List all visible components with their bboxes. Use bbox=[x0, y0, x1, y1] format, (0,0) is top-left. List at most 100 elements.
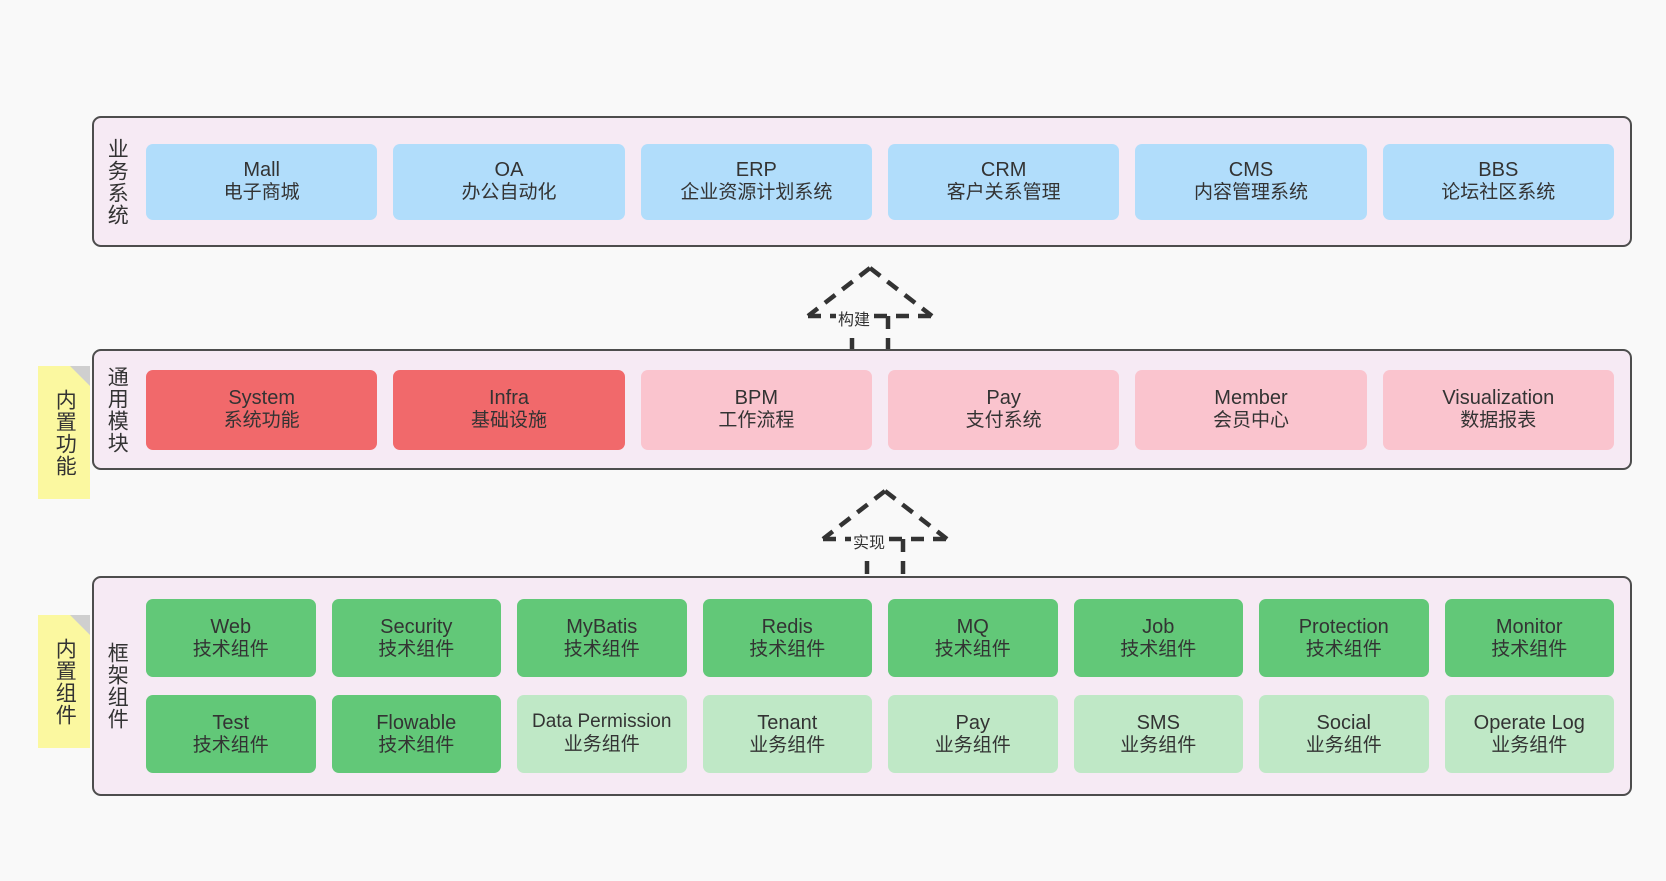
card-security-title: Security bbox=[380, 615, 453, 638]
card-pay-module-title: Pay bbox=[986, 387, 1021, 410]
card-member-desc: 会员中心 bbox=[1212, 410, 1289, 432]
card-mq-desc: 技术组件 bbox=[934, 638, 1011, 660]
implement-connector-label: 实现 bbox=[851, 529, 888, 553]
card-oa-title: OA bbox=[494, 159, 524, 182]
card-test-desc: 技术组件 bbox=[192, 734, 269, 756]
card-protection-desc: 技术组件 bbox=[1305, 638, 1382, 660]
card-pay-component-desc: 业务组件 bbox=[934, 734, 1011, 756]
card-operate-log-desc: 业务组件 bbox=[1491, 734, 1568, 756]
card-infra-desc: 基础设施 bbox=[470, 410, 547, 432]
card-monitor-title: Monitor bbox=[1495, 615, 1563, 638]
card-test[interactable]: Test 技术组件 bbox=[146, 695, 316, 773]
card-flowable-desc: 技术组件 bbox=[378, 734, 455, 756]
card-visualization-title: Visualization bbox=[1442, 387, 1555, 410]
card-system[interactable]: System 系统功能 bbox=[146, 369, 378, 450]
card-member-title: Member bbox=[1214, 387, 1288, 410]
card-pay-module-desc: 支付系统 bbox=[965, 410, 1042, 432]
card-member[interactable]: Member 会员中心 bbox=[1135, 369, 1367, 450]
card-cms[interactable]: CMS 内容管理系统 bbox=[1135, 143, 1367, 220]
note-fold-corner bbox=[70, 366, 90, 386]
builtin-features-note-label: 内置功能 bbox=[53, 388, 77, 477]
builtin-components-note: 内置组件 bbox=[38, 615, 90, 748]
card-oa-desc: 办公自动化 bbox=[461, 182, 557, 204]
layer-business-systems: 业务系统 Mall 电子商城 OA 办公自动化 ERP 企业资源计划系统 CRM… bbox=[92, 116, 1632, 247]
build-connector-label: 构建 bbox=[836, 306, 873, 330]
card-mq-title: MQ bbox=[956, 615, 989, 638]
card-system-desc: 系统功能 bbox=[223, 410, 300, 432]
card-erp-title: ERP bbox=[735, 159, 777, 182]
card-job[interactable]: Job 技术组件 bbox=[1073, 599, 1243, 677]
card-bbs-desc: 论坛社区系统 bbox=[1441, 182, 1556, 204]
card-job-title: Job bbox=[1142, 615, 1175, 638]
card-sms-title: SMS bbox=[1136, 711, 1180, 734]
builtin-components-note-label: 内置组件 bbox=[53, 637, 77, 726]
card-social[interactable]: Social 业务组件 bbox=[1259, 695, 1429, 773]
build-connector: 构建 bbox=[790, 262, 950, 358]
card-mybatis[interactable]: MyBatis 技术组件 bbox=[517, 599, 687, 677]
layer-title-common-modules: 通用模块 bbox=[105, 365, 129, 454]
card-visualization[interactable]: Visualization 数据报表 bbox=[1382, 369, 1614, 450]
card-flowable-title: Flowable bbox=[376, 711, 457, 734]
card-infra[interactable]: Infra 基础设施 bbox=[393, 369, 625, 450]
card-mall-title: Mall bbox=[243, 159, 280, 182]
common-modules-cards: System 系统功能 Infra 基础设施 BPM 工作流程 Pay 支付系统… bbox=[138, 351, 1630, 468]
card-crm-desc: 客户关系管理 bbox=[946, 182, 1061, 204]
implement-connector: 实现 bbox=[805, 485, 965, 583]
card-erp-desc: 企业资源计划系统 bbox=[680, 182, 833, 204]
card-bpm[interactable]: BPM 工作流程 bbox=[640, 369, 872, 450]
card-crm[interactable]: CRM 客户关系管理 bbox=[887, 143, 1120, 220]
card-cms-desc: 内容管理系统 bbox=[1193, 182, 1308, 204]
framework-business-row: Test 技术组件 Flowable 技术组件 Data Permission … bbox=[138, 695, 1622, 773]
card-web-title: Web bbox=[210, 615, 252, 638]
card-crm-title: CRM bbox=[980, 159, 1027, 182]
card-operate-log-title: Operate Log bbox=[1473, 711, 1585, 734]
card-tenant-desc: 业务组件 bbox=[749, 734, 826, 756]
card-data-permission[interactable]: Data Permission 业务组件 bbox=[517, 695, 687, 773]
builtin-features-note: 内置功能 bbox=[38, 366, 90, 499]
card-protection-title: Protection bbox=[1298, 615, 1389, 638]
card-pay-component[interactable]: Pay 业务组件 bbox=[888, 695, 1058, 773]
card-sms[interactable]: SMS 业务组件 bbox=[1073, 695, 1243, 773]
card-tenant-title: Tenant bbox=[757, 711, 818, 734]
card-protection[interactable]: Protection 技术组件 bbox=[1259, 599, 1429, 677]
card-erp[interactable]: ERP 企业资源计划系统 bbox=[640, 143, 872, 220]
card-pay-module[interactable]: Pay 支付系统 bbox=[887, 369, 1120, 450]
card-monitor-desc: 技术组件 bbox=[1491, 638, 1568, 660]
card-data-permission-desc: 业务组件 bbox=[563, 734, 640, 755]
card-flowable[interactable]: Flowable 技术组件 bbox=[331, 695, 501, 773]
layer-framework-components: 框架组件 Web 技术组件 Security 技术组件 MyBatis 技术组件… bbox=[92, 576, 1632, 796]
card-job-desc: 技术组件 bbox=[1120, 638, 1197, 660]
layer-title-business-systems: 业务系统 bbox=[105, 137, 129, 226]
business-systems-cards: Mall 电子商城 OA 办公自动化 ERP 企业资源计划系统 CRM 客户关系… bbox=[138, 118, 1630, 245]
card-mq[interactable]: MQ 技术组件 bbox=[888, 599, 1058, 677]
card-monitor[interactable]: Monitor 技术组件 bbox=[1444, 599, 1614, 677]
framework-tech-row: Web 技术组件 Security 技术组件 MyBatis 技术组件 Redi… bbox=[138, 599, 1622, 677]
business-systems-row: Mall 电子商城 OA 办公自动化 ERP 企业资源计划系统 CRM 客户关系… bbox=[138, 143, 1622, 220]
card-redis-desc: 技术组件 bbox=[749, 638, 826, 660]
card-web[interactable]: Web 技术组件 bbox=[146, 599, 316, 677]
common-modules-row: System 系统功能 Infra 基础设施 BPM 工作流程 Pay 支付系统… bbox=[138, 369, 1622, 450]
card-system-title: System bbox=[228, 387, 295, 410]
card-bpm-desc: 工作流程 bbox=[718, 410, 795, 432]
card-bpm-title: BPM bbox=[734, 387, 778, 410]
card-mybatis-title: MyBatis bbox=[566, 615, 638, 638]
card-redis[interactable]: Redis 技术组件 bbox=[702, 599, 872, 677]
card-data-permission-title: Data Permission bbox=[532, 711, 672, 733]
card-cms-title: CMS bbox=[1228, 159, 1274, 182]
layer-common-modules: 通用模块 System 系统功能 Infra 基础设施 BPM 工作流程 Pay… bbox=[92, 349, 1632, 470]
card-security[interactable]: Security 技术组件 bbox=[331, 599, 501, 677]
card-bbs[interactable]: BBS 论坛社区系统 bbox=[1382, 143, 1614, 220]
card-mall[interactable]: Mall 电子商城 bbox=[146, 143, 378, 220]
card-mall-desc: 电子商城 bbox=[223, 182, 300, 204]
card-security-desc: 技术组件 bbox=[378, 638, 455, 660]
card-test-title: Test bbox=[212, 711, 250, 734]
card-infra-title: Infra bbox=[488, 387, 529, 410]
framework-components-cards: Web 技术组件 Security 技术组件 MyBatis 技术组件 Redi… bbox=[138, 578, 1630, 794]
card-redis-title: Redis bbox=[761, 615, 813, 638]
card-operate-log[interactable]: Operate Log 业务组件 bbox=[1444, 695, 1614, 773]
card-oa[interactable]: OA 办公自动化 bbox=[393, 143, 625, 220]
card-tenant[interactable]: Tenant 业务组件 bbox=[702, 695, 872, 773]
card-social-title: Social bbox=[1316, 711, 1371, 734]
card-web-desc: 技术组件 bbox=[192, 638, 269, 660]
